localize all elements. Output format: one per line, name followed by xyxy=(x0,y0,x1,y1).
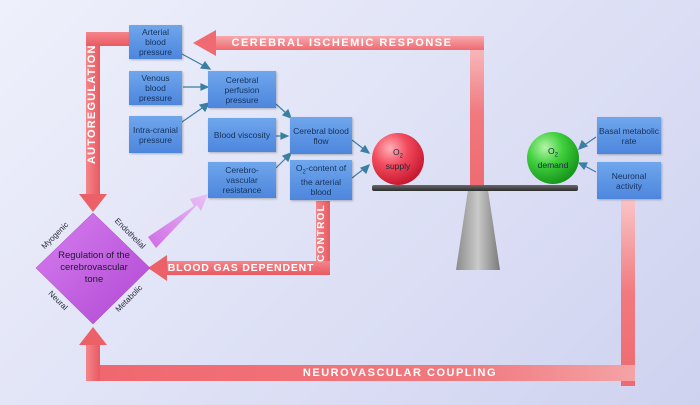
cbf-label: Cerebral blood flow xyxy=(293,125,349,146)
arrow-venous-to-cpp-head xyxy=(200,83,210,91)
arrow-o2content-to-supply-head xyxy=(359,163,371,175)
regulation-diamond xyxy=(35,212,151,325)
o2-content-label: O2-content of the arterial blood xyxy=(295,162,347,198)
cvr-label: Cerebro-vascular resistance xyxy=(222,165,262,195)
basal-metabolic-label: Basal metabolic rate xyxy=(599,125,660,146)
arrow-intracranial-to-cpp xyxy=(181,105,206,123)
autoregulation-label: AUTOREGULATION xyxy=(86,44,98,164)
balance-fulcrum xyxy=(456,190,500,270)
viscosity-box: Blood viscosity xyxy=(208,118,276,152)
neurovascular-band-left xyxy=(86,340,100,381)
ischemic-band-horizontal xyxy=(215,36,484,50)
o2-demand-ball xyxy=(527,132,579,184)
cpp-label: Cerebral perfusion pressure xyxy=(224,74,260,105)
venous-pressure-box: Venous blood pressure xyxy=(129,71,182,105)
blood-gas-arrowhead xyxy=(148,255,167,281)
arrow-cbf-to-supply-head xyxy=(359,144,371,154)
o2-content-box: O2-content of the arterial blood xyxy=(290,160,352,200)
cpp-box: Cerebral perfusion pressure xyxy=(208,71,276,108)
blood-gas-band-horizontal xyxy=(165,261,330,275)
arrow-cvr-to-cbf-head xyxy=(281,151,293,163)
arrow-neuronal-to-demand-head xyxy=(577,162,588,171)
regulation-title: Regulation of the cerebrovascular tone xyxy=(58,250,130,285)
autoregulation-band-horizontal xyxy=(86,32,130,46)
venous-pressure-label: Venous blood pressure xyxy=(138,73,173,103)
cvr-box: Cerebro-vascular resistance xyxy=(208,162,276,198)
o2-supply-ball xyxy=(372,133,424,185)
arterial-pressure-box: Arterial blood pressure xyxy=(129,25,182,59)
control-label: CONTROL xyxy=(316,204,327,262)
ischemic-response-label: CEREBRAL ISCHEMIC RESPONSE xyxy=(231,37,453,49)
arrow-arterial-to-cpp-head xyxy=(199,60,212,70)
autoregulation-band-vertical xyxy=(86,32,100,197)
arrow-cpp-to-cbf-head xyxy=(281,108,293,120)
neurovascular-band-right xyxy=(621,200,635,386)
neurovascular-band-bottom xyxy=(86,365,635,381)
arrow-viscosity-to-cbf-head xyxy=(280,132,290,140)
control-band-vertical xyxy=(316,201,330,275)
intracranial-pressure-box: Intra-cranial pressure xyxy=(129,116,182,153)
autoregulation-arrowhead xyxy=(79,194,107,212)
viscosity-label: Blood viscosity xyxy=(213,130,271,140)
neurovascular-label: NEUROVASCULAR COUPLING xyxy=(302,367,498,379)
balance-beam xyxy=(372,185,578,191)
neuronal-activity-box: Neuronal activity xyxy=(597,162,661,199)
arrow-intracranial-to-cpp-head xyxy=(198,102,211,113)
blood-gas-label: BLOOD GAS DEPENDENT xyxy=(167,262,315,274)
tone-to-resistance-arrow xyxy=(148,194,208,248)
neuronal-activity-label: Neuronal activity xyxy=(611,170,647,191)
ischemic-arrowhead xyxy=(193,30,216,56)
cbf-box: Cerebral blood flow xyxy=(290,117,352,154)
intracranial-pressure-label: Intra-cranial pressure xyxy=(133,124,178,145)
neurovascular-arrowhead xyxy=(79,327,107,345)
arrow-basal-to-demand-head xyxy=(577,139,589,151)
ischemic-band-vertical xyxy=(470,36,484,190)
basal-metabolic-box: Basal metabolic rate xyxy=(597,117,661,154)
arterial-pressure-label: Arterial blood pressure xyxy=(138,27,173,57)
arrow-arterial-to-cpp xyxy=(181,53,207,68)
